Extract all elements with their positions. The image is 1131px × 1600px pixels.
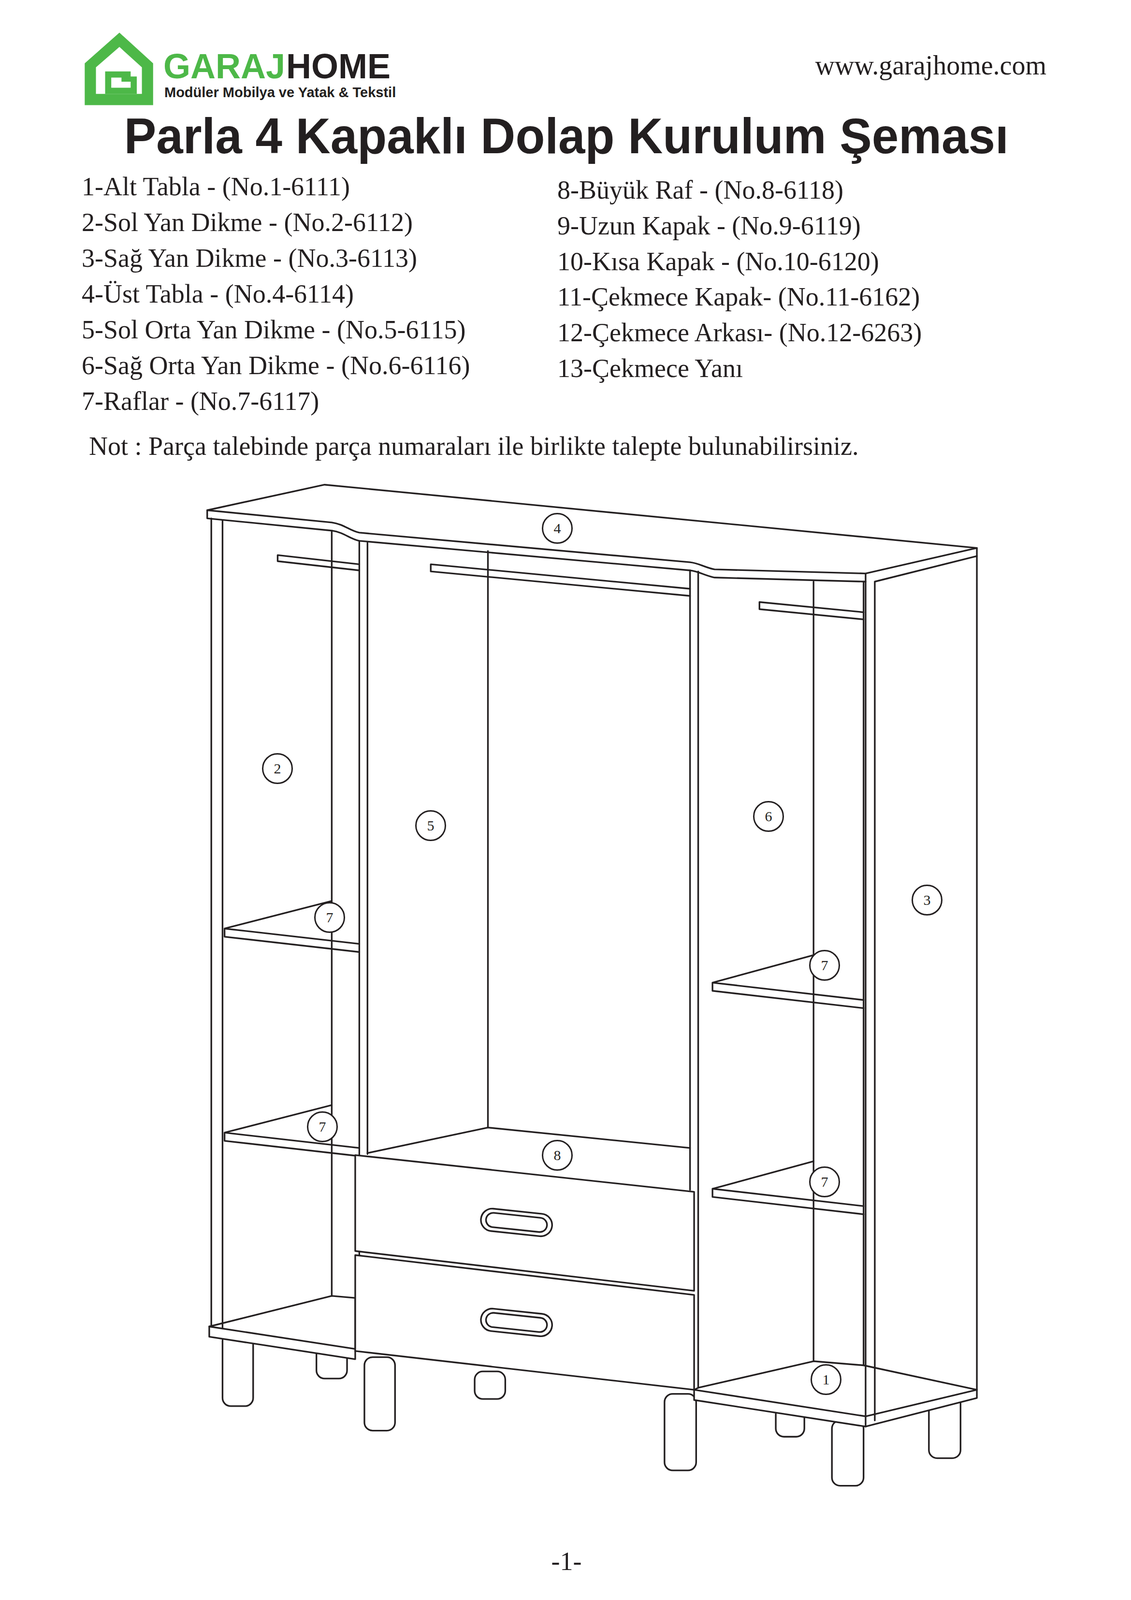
callout-number: 7 [319,1119,327,1134]
part-list-item: 4-Üst Tabla - (No.4-6114) [81,278,354,309]
drawer-handle [485,1312,548,1334]
callout-circle: 2 [261,753,293,784]
left-side-panel [211,518,223,1329]
part-list-item: 2-Sol Yan Dikme - (No.2-6112) [81,207,413,238]
bottom-board-right [694,1361,977,1427]
callout-number: 8 [553,1147,562,1163]
shelf [224,1104,360,1157]
part-list-item: 1-Alt Tabla - (No.1-6111) [81,171,350,202]
drawer-front [355,1254,695,1390]
drawer-handle [485,1212,548,1233]
shelf [224,900,360,953]
logo-g [105,71,137,94]
callout-circle: 8 [541,1139,573,1171]
callout-circle: 7 [314,901,346,933]
logo-tagline: Modüler Mobilya ve Yatak & Tekstil [164,84,396,101]
page-title: Parla 4 Kapaklı Dolap Kurulum Şeması [124,107,1009,166]
leg [831,1420,864,1486]
logo-icon [84,32,153,106]
callout-circle: 7 [809,1166,841,1198]
logo-house-inner [96,46,143,94]
part-list-item: 5-Sol Orta Yan Dikme - (No.5-6115) [81,314,466,345]
part-list-item: 10-Kısa Kapak - (No.10-6120) [557,246,880,277]
part-list-item: 8-Büyük Raf - (No.8-6118) [557,174,844,205]
callout-number: 5 [427,818,435,833]
part-list-item: 7-Raflar - (No.7-6117) [81,386,319,417]
logo-text: GARAJ [163,46,286,87]
drawer-handle [479,1207,554,1238]
cabinet [207,484,977,1427]
part-list-item: 13-Çekmece Yanı [557,353,743,384]
callout-circle: 1 [810,1363,842,1395]
note: Not : Parça talebinde parça numaraları i… [88,431,859,462]
website: www.garajhome.com [815,49,1047,81]
part-list-item: 3-Sağ Yan Dikme - (No.3-6113) [81,243,418,274]
leg [222,1332,253,1407]
callout-number: 3 [923,892,931,908]
callout-circle: 7 [306,1111,338,1143]
top-board-edge [207,509,977,582]
callout-number: 2 [274,761,282,776]
callout-circle: 7 [809,949,841,981]
callout-circle: 6 [753,800,784,832]
callout-number: 6 [765,809,773,824]
hanging-rod [277,554,360,571]
drawer-handle [479,1307,554,1338]
hanging-rod [430,564,690,596]
right-side-panel [865,555,977,1421]
callout-number: 4 [553,521,562,536]
back-edge [487,551,489,1128]
callout-circle: 3 [911,884,943,916]
leg [474,1371,506,1399]
callout-circle: 5 [415,810,447,841]
shelf [712,1160,864,1215]
shelf [712,955,864,1009]
leg [664,1393,696,1471]
bottom-board-left [209,1295,356,1360]
callout-number: 7 [821,957,829,973]
callout-number: 7 [821,1174,829,1189]
logo-text: HOME [286,46,391,87]
part-list-item: 11-Çekmece Kapak- (No.11-6162) [557,281,920,312]
leg [364,1357,395,1431]
logo-house [84,32,153,106]
big-shelf [367,1127,690,1154]
callout-circle: 4 [541,512,573,544]
callout-number: 7 [326,910,334,925]
hanging-rod [759,601,864,620]
callout-number: 1 [822,1372,830,1387]
part-list-item: 6-Sağ Orta Yan Dikme - (No.6-6116) [81,350,470,381]
page-number: -1- [551,1546,582,1577]
part-list-item: 9-Uzun Kapak - (No.9-6119) [557,210,861,241]
part-list-item: 12-Çekmece Arkası- (No.12-6263) [557,317,922,348]
